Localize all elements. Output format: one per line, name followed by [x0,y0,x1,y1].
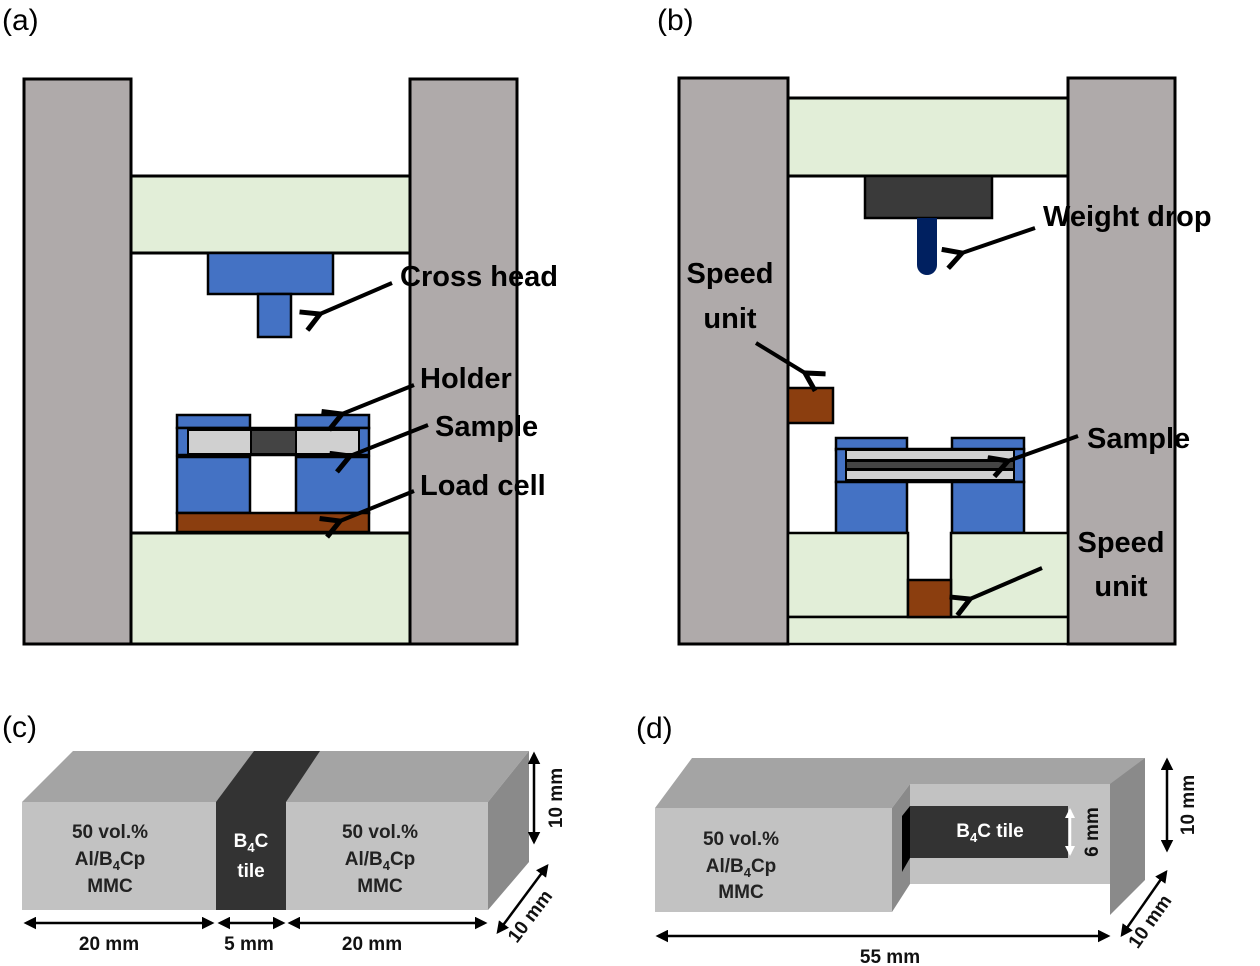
speed-unit-top [786,386,835,425]
label-speed-unit-top-line1: Speed [686,258,773,290]
label-sample-a: Sample [435,411,538,443]
dim-label-right: 20 mm [342,934,402,955]
c-right-line2: Al/B4Cp [345,849,416,873]
base-plate-b [786,615,1070,646]
c-left-line1: 50 vol.% [72,822,148,843]
sample-right [295,429,360,455]
arrow-sample-a [350,423,429,456]
block-side-face-d [1110,758,1145,915]
panel-c-label: (c) [2,711,37,744]
label-speed-unit-bottom-line2: unit [1094,571,1147,603]
frame-column-right [408,77,519,646]
block-front-left [22,802,216,910]
label-load-cell: Load cell [420,470,546,502]
d-block-line1: 50 vol.% [703,829,779,850]
base-block-right [949,531,1070,619]
panel-a: (a) Cross head Holder Sample Load cell [2,4,558,646]
sample-left [187,429,252,455]
speed-unit-bottom [906,578,953,619]
sample-layer-bottom [845,469,1015,481]
frame-column-right-b [1066,76,1177,646]
dim-label-depth: 10 mm [504,886,557,947]
block-front-d [655,808,892,912]
upper-crossbeam-b [786,96,1070,178]
arrow-holder [342,383,415,414]
c-right-line1: 50 vol.% [342,822,418,843]
label-sample-b: Sample [1087,423,1190,455]
panel-b: (b) Weight drop Speed unit Sample Speed … [657,4,1212,646]
sample-tile [250,429,297,455]
block-top-face-d [655,758,1145,808]
label-speed-unit-bottom-line1: Speed [1077,527,1164,559]
holder-top-right [294,413,371,430]
support-left [175,455,252,515]
cross-head-body [206,251,335,296]
c-right-line3: MMC [357,876,403,897]
c-left-line3: MMC [87,876,133,897]
frame-column-left [22,77,133,646]
dim-arrow-depth-d [1120,869,1168,938]
panel-d: (d) 50 vol.% Al/B4Cp MMC B4C tile 6 mm 5… [636,712,1199,966]
dim-arrow-depth [496,863,549,935]
upper-crossbeam [129,174,412,255]
arrow-weight-drop [962,226,1036,253]
panel-d-label: (d) [636,712,673,745]
cross-head-punch [256,292,293,339]
load-cell [175,511,371,534]
tile-front [216,802,286,910]
dim-label-length: 55 mm [860,947,920,966]
support-right [294,455,371,515]
sample-layer-top [845,449,1015,461]
panel-b-label: (b) [657,4,694,37]
d-block-line3: MMC [718,882,764,903]
tile-d [910,806,1068,858]
dim-label-height: 10 mm [546,768,567,828]
tile-edge-d [902,806,910,872]
tile-top-face [216,751,320,802]
block-front-right [286,802,488,910]
c-tile-line1: B4C [234,831,269,855]
arrow-load-cell [340,489,415,521]
weight-drop-head [863,174,994,220]
arrow-sample-b [1008,434,1079,461]
weight-drop-striker [917,218,937,275]
arrow-speed-unit-top [754,341,805,373]
holder-top-left [175,413,252,430]
label-cross-head: Cross head [400,261,558,293]
d-tile-label: B4C tile [956,821,1023,845]
label-speed-unit-top-line2: unit [703,303,756,335]
arrow-cross-head [320,281,393,314]
panel-c: (c) 50 vol.% Al/B4Cp MMC B4C tile 50 vol… [2,711,567,955]
dim-label-left: 20 mm [79,934,139,955]
d-block-line2: Al/B4Cp [706,856,777,880]
c-tile-line2: tile [237,861,264,882]
frame-column-left-b [677,76,790,646]
arrow-speed-unit-bottom [970,566,1043,599]
support-right-b [950,480,1026,535]
label-weight-drop: Weight drop [1043,201,1212,233]
panel-a-label: (a) [2,4,39,37]
dim-label-tile-height: 6 mm [1082,807,1103,857]
base-block-left [786,531,910,619]
label-holder: Holder [420,363,512,395]
base-plate [129,531,412,646]
dim-label-height-d: 10 mm [1178,775,1199,835]
support-left-b [834,480,909,535]
sample-layer-tile [845,460,1015,470]
c-left-line2: Al/B4Cp [75,849,146,873]
dim-label-middle: 5 mm [224,934,274,955]
